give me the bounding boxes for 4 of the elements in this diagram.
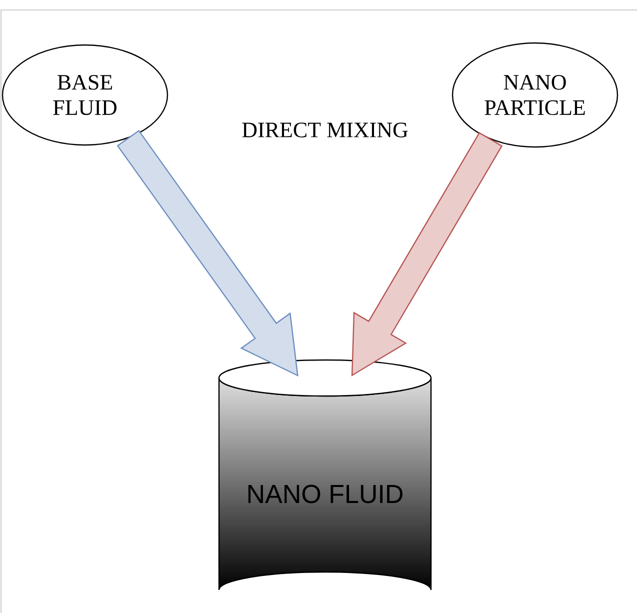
ellipse-node: BASE FLUID [2,44,168,146]
cylinder-node: NANO FLUID [218,359,432,591]
ellipse-node: NANO PARTICLE [452,42,618,148]
annotation-text: DIRECT MIXING [242,122,408,138]
